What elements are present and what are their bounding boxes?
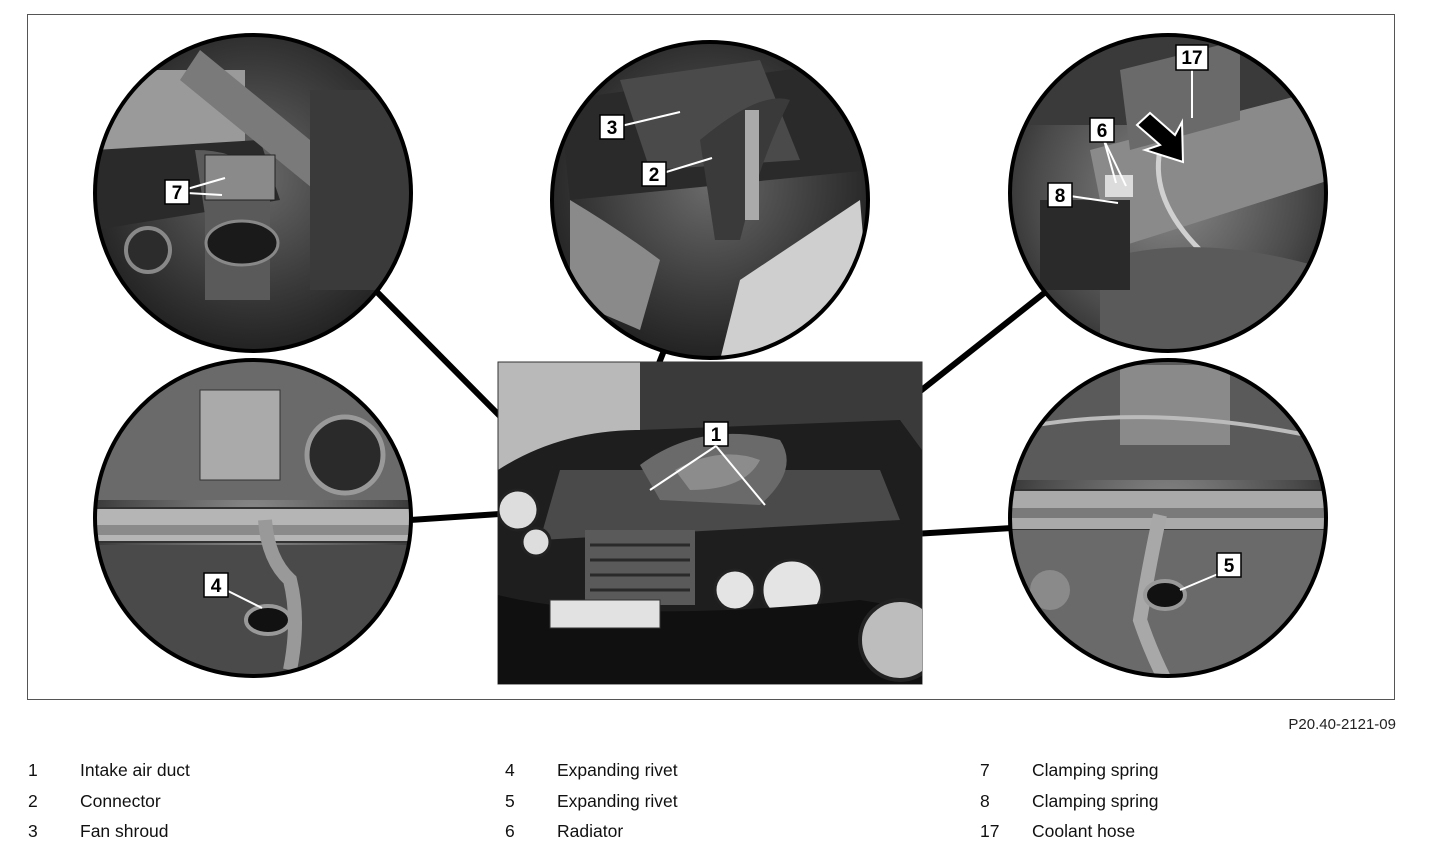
callout-6-label: 6 [1097,121,1108,142]
legend-column-1: 1 Intake air duct 2 Connector 3 Fan shroud [28,755,190,847]
legend-item: 5 Expanding rivet [505,786,678,817]
vehicle-overview-photo [497,361,923,685]
legend-number: 4 [505,760,515,780]
legend-label: Connector [80,790,161,811]
legend-number: 3 [28,821,38,841]
legend-number: 17 [980,821,1000,841]
callout-8-label: 8 [1055,186,1066,207]
legend-label: Intake air duct [80,760,190,780]
callout-4-label: 4 [211,576,222,597]
legend-item: 3 Fan shroud [28,816,190,847]
callout-7: 7 [164,179,190,205]
legend-label: Fan shroud [80,821,169,841]
callout-2: 2 [641,161,667,187]
legend-item: 2 Connector [28,786,190,817]
legend-label: Clamping spring [1032,760,1159,780]
callout-1: 1 [649,421,766,506]
callout-5: 5 [1216,552,1242,578]
figure-reference: P20.40-2121-09 [1288,716,1396,733]
callout-8: 8 [1047,182,1073,208]
legend-number: 5 [505,790,515,811]
legend-item: 4 Expanding rivet [505,755,678,786]
callout-17-label: 17 [1181,48,1202,69]
legend-item: 8 Clamping spring [980,786,1158,817]
detail-circle-clamping-spring-7 [93,33,413,353]
legend-number: 1 [28,760,38,780]
legend-number: 7 [980,760,990,780]
callout-2-label: 2 [649,165,660,186]
callout-7-label: 7 [172,183,183,204]
callout-5-label: 5 [1224,556,1235,577]
detail-circle-expanding-rivet-5 [1008,358,1328,678]
legend-label: Clamping spring [1032,790,1159,811]
legend-item: 6 Radiator [505,816,678,847]
legend-number: 2 [28,790,38,811]
assembly-diagram: 1 2 3 4 5 6 7 8 17 [93,33,1328,685]
legend-item: 17 Coolant hose [980,816,1158,847]
callout-6: 6 [1089,117,1115,143]
detail-circle-connector-fan-shroud [550,40,870,360]
legend-number: 6 [505,821,515,841]
legend-label: Expanding rivet [557,760,678,780]
legend-label: Coolant hose [1032,821,1136,841]
callout-3: 3 [599,114,625,140]
legend-item: 7 Clamping spring [980,755,1158,786]
legend-label: Radiator [557,821,624,841]
callout-1-label: 1 [711,425,722,446]
detail-circle-expanding-rivet-4 [93,358,413,678]
legend-item: 1 Intake air duct [28,755,190,786]
callout-4: 4 [203,572,229,598]
callout-17: 17 [1175,44,1209,71]
legend-number: 8 [980,790,990,811]
callout-3-label: 3 [607,118,618,139]
arrow-icon [1135,111,1185,164]
legend-label: Expanding rivet [557,790,678,811]
